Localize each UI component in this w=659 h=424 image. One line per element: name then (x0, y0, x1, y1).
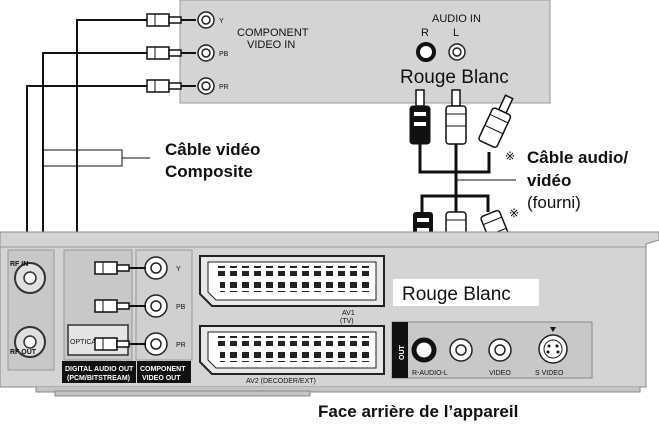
component-plug-unit-y (94, 261, 146, 275)
r-audio-l-label: R-AUDIO-L (412, 370, 448, 377)
tv-audio-in-title: AUDIO IN (432, 13, 481, 25)
tv-audio-jack-l (448, 43, 466, 61)
component-plug-tv-y (146, 13, 196, 27)
unit-jack-label-pr: PR (176, 342, 186, 349)
unit-caption: Face arrière de l’appareil (318, 402, 518, 421)
unit-component-jack-y (144, 256, 168, 280)
s-video-label: S VIDEO (535, 370, 564, 377)
av-cable-label-line1: Câble audio/ (527, 148, 628, 167)
note-mark-bottom: ※ (509, 206, 519, 220)
unit-audio-jack-r (411, 337, 437, 363)
av-plug-top-red (409, 89, 431, 145)
component-plug-tv-pr (146, 79, 196, 93)
unit-component-jack-pr (144, 332, 168, 356)
component-plug-unit-pb (94, 299, 146, 313)
av1-label-line2: (TV) (340, 318, 354, 325)
tv-jack-label-pb: PB (219, 51, 229, 58)
tv-component-label-line1: COMPONENT (237, 27, 309, 39)
component-video-out-label-line2: VIDEO OUT (142, 375, 181, 382)
unit-rouge-blanc-box (393, 279, 539, 306)
composite-cable-label-line1: Câble vidéo (165, 140, 260, 159)
rf-in-label: RF IN (10, 261, 28, 268)
av1-label-line1: AV1 (342, 310, 355, 317)
rf-section (7, 249, 55, 371)
tv-component-jack-y (197, 11, 215, 29)
component-video-out-label-line1: COMPONENT (140, 366, 186, 373)
scart-av2-connector (199, 325, 385, 375)
tv-component-jack-pb (197, 44, 215, 62)
optical-label: OPTICAL (70, 339, 100, 346)
unit-s-video-jack (538, 327, 568, 364)
tv-jack-label-pr: PR (219, 84, 229, 91)
digital-audio-out-label-line1: DIGITAL AUDIO OUT (65, 366, 134, 373)
digital-audio-out-label-line2: (PCM/BITSTREAM) (67, 375, 130, 382)
component-plug-unit-pr (94, 337, 146, 351)
av-plug-top-white (445, 89, 467, 145)
tv-component-jack-pr (197, 77, 215, 95)
component-plug-tv-pb (146, 46, 196, 60)
out-label: OUT (399, 345, 406, 361)
unit-component-jack-pb (144, 294, 168, 318)
unit-rouge-blanc-label: Rouge Blanc (402, 284, 511, 305)
av2-label: AV2 (DECODER/EXT) (246, 378, 316, 385)
av-cable-label-line3: (fourni) (527, 193, 581, 212)
note-mark-top: ※ (505, 149, 515, 163)
tv-jack-label-y: Y (219, 18, 224, 25)
unit-video-jack (488, 338, 512, 362)
video-label: VIDEO (489, 370, 511, 377)
unit-jack-label-pb: PB (176, 304, 186, 311)
scart-av1-connector (199, 255, 385, 307)
av-plug-top-yellow (478, 94, 514, 149)
rf-out-label: RF OUT (10, 349, 37, 356)
av-cable-label-line2: vidéo (527, 171, 571, 190)
unit-jack-label-y: Y (176, 266, 181, 273)
tv-audio-in-l-label: L (453, 27, 459, 39)
tv-audio-jack-r (416, 42, 436, 62)
tv-rear-panel (179, 0, 551, 104)
tv-audio-in-r-label: R (421, 27, 429, 39)
composite-cable-callout-lines (43, 149, 150, 167)
tv-component-label-line2: VIDEO IN (247, 39, 295, 51)
composite-cable-label-line2: Composite (165, 162, 253, 181)
tv-rouge-blanc-label: Rouge Blanc (400, 67, 509, 88)
unit-audio-jack-l (449, 338, 473, 362)
